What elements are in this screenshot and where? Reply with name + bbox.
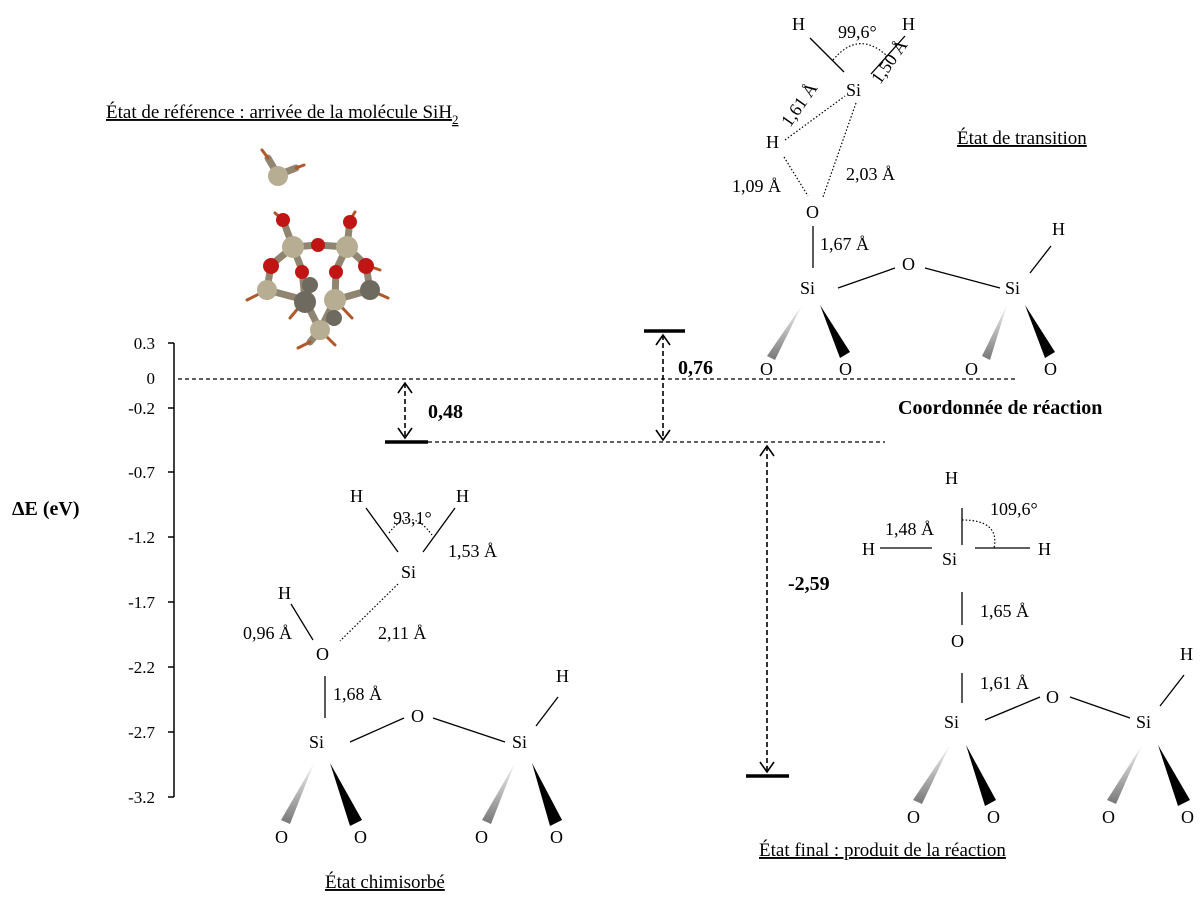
atom-o: O: [965, 359, 978, 379]
atom-h: H: [945, 468, 958, 488]
title-chemisorbed-state: État chimisorbé: [325, 871, 445, 893]
title-final-state: État final : produit de la réaction: [759, 839, 1006, 861]
title-transition-state: État de transition: [957, 127, 1087, 149]
atom-h: H: [278, 583, 291, 603]
y-axis-label: ΔE (eV): [12, 498, 80, 520]
chemisorbed-structure: H H Si H O O Si Si H O O O O 93,1° 1,53 …: [243, 486, 569, 847]
atom-o: O: [1046, 687, 1059, 707]
chem-angle: 93,1°: [393, 508, 432, 528]
atom-si: Si: [942, 549, 957, 569]
final-distance: 1,61 Å: [980, 673, 1029, 693]
atom-h: H: [1180, 644, 1193, 664]
ts-distance: 1,61 Å: [777, 79, 821, 131]
atom-h: H: [792, 14, 805, 34]
atom-h: H: [456, 486, 469, 506]
atom-h: H: [862, 539, 875, 559]
arrow-2-59: [759, 444, 775, 774]
y-tick: 0: [147, 369, 156, 388]
transition-state-structure: H H Si H O Si O Si H O O O O 99,6° 1,50 …: [732, 14, 1065, 379]
atom-o: O: [907, 807, 920, 827]
atom-o: O: [316, 644, 329, 664]
y-tick: -2.7: [128, 723, 155, 742]
chem-distance: 0,96 Å: [243, 623, 292, 643]
atom-o: O: [760, 359, 773, 379]
atom-h: H: [1038, 539, 1051, 559]
atom-si: Si: [1005, 278, 1020, 298]
chem-distance: 1,68 Å: [333, 684, 382, 704]
atom-o: O: [550, 827, 563, 847]
arrow-0-76: [655, 333, 671, 442]
atom-o: O: [1102, 807, 1115, 827]
atom-o: O: [839, 359, 852, 379]
atom-o: O: [951, 631, 964, 651]
arrow-0-48: [397, 381, 413, 440]
atom-o: O: [354, 827, 367, 847]
ts-angle: 99,6°: [838, 22, 877, 42]
y-tick: 0.3: [134, 334, 155, 353]
atom-si: Si: [401, 562, 416, 582]
final-state-structure: H H Si H O O Si Si H O O O O 109,6° 1,48…: [862, 468, 1194, 827]
energy-label-0-48: 0,48: [428, 401, 463, 423]
atom-h: H: [350, 486, 363, 506]
atom-h: H: [1052, 219, 1065, 239]
atom-o: O: [987, 807, 1000, 827]
atom-si: Si: [512, 732, 527, 752]
y-tick: -1.7: [128, 593, 155, 612]
y-tick: -2.2: [128, 658, 155, 677]
atom-si: Si: [309, 732, 324, 752]
atom-o: O: [1044, 359, 1057, 379]
final-distance: 1,48 Å: [885, 519, 934, 539]
y-tick: -3.2: [128, 788, 155, 807]
energy-label-2-59: -2,59: [788, 573, 830, 595]
energy-label-0-76: 0,76: [678, 357, 713, 379]
atom-o: O: [902, 254, 915, 274]
atom-o: O: [411, 706, 424, 726]
final-angle: 109,6°: [990, 499, 1038, 519]
title-reference-state: État de référence : arrivée de la molécu…: [106, 101, 459, 127]
chem-distance: 1,53 Å: [448, 541, 497, 561]
y-tick: -0.2: [128, 399, 155, 418]
atom-h: H: [556, 666, 569, 686]
y-tick: -1.2: [128, 528, 155, 547]
atom-o: O: [475, 827, 488, 847]
final-distance: 1,65 Å: [980, 601, 1029, 621]
atom-si: Si: [944, 712, 959, 732]
atom-h: H: [766, 132, 779, 152]
silica-cluster-image: [245, 148, 390, 350]
energy-axis: 0.3 0 -0.2 -0.7 -1.2 -1.7 -2.2 -2.7 -3.2…: [12, 334, 175, 807]
atom-si: Si: [846, 80, 861, 100]
atom-si: Si: [800, 278, 815, 298]
atom-o: O: [1181, 807, 1194, 827]
atom-h: H: [902, 14, 915, 34]
ts-distance: 1,50 Å: [867, 36, 911, 88]
chem-distance: 2,11 Å: [378, 623, 426, 643]
x-axis-label: Coordonnée de réaction: [898, 397, 1102, 419]
atom-si: Si: [1136, 712, 1151, 732]
atom-o: O: [806, 202, 819, 222]
ts-distance: 1,09 Å: [732, 176, 781, 196]
ts-distance: 1,67 Å: [820, 234, 869, 254]
atom-o: O: [275, 827, 288, 847]
y-tick: -0.7: [128, 463, 155, 482]
ts-distance: 2,03 Å: [846, 164, 895, 184]
